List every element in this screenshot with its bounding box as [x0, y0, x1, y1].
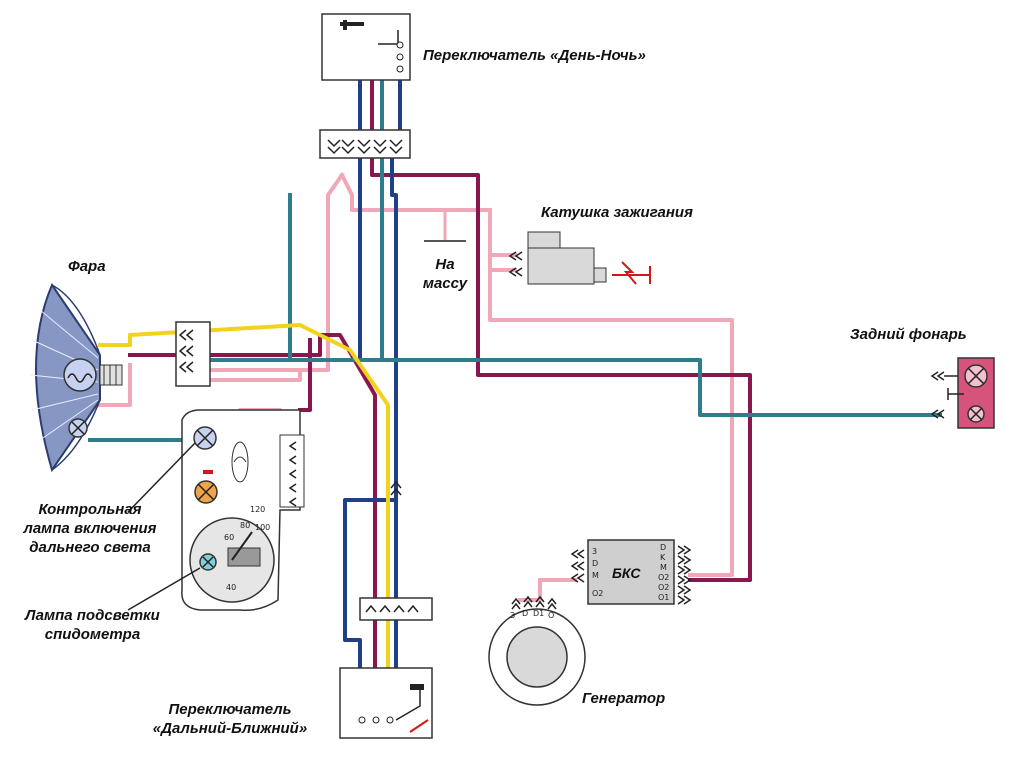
label-ignition-coil: Катушка зажигания	[541, 204, 693, 221]
wire-pink	[88, 363, 132, 407]
label-rear-light: Задний фонарь	[850, 326, 967, 343]
generator-terminal: D1	[533, 609, 544, 618]
ignition-coil	[508, 231, 651, 285]
generator: З D D1 O	[488, 595, 586, 706]
connector-arrow	[390, 480, 402, 496]
beam-switch	[339, 667, 433, 739]
wire-teal	[208, 193, 292, 362]
wire-teal	[380, 158, 942, 417]
bks-terminal: O2	[658, 573, 669, 582]
speedo-mark: 100	[255, 523, 270, 532]
bks-unit: БКС 3 D M O2 D K M O2 O2 O1	[570, 539, 692, 605]
bks-terminal: M	[660, 563, 667, 572]
fuse-icon	[231, 441, 249, 483]
connector-block-top	[319, 129, 411, 159]
connector-block-headlight	[175, 321, 211, 387]
wire-pink	[208, 368, 302, 382]
headlight	[29, 282, 123, 473]
label-speedo-lamp: Лампа подсветки спидометра	[20, 606, 165, 644]
wire-pink	[339, 172, 517, 257]
speedo-mark: 120	[250, 505, 265, 514]
label-generator: Генератор	[582, 690, 666, 707]
generator-terminal: D	[522, 609, 528, 618]
wire-pink	[488, 208, 734, 577]
connector-block-bottom	[359, 597, 433, 621]
bks-terminal: D	[592, 559, 598, 568]
bks-terminal: 3	[592, 547, 597, 556]
bks-terminal: O2	[592, 589, 603, 598]
wire-pink	[518, 578, 542, 602]
wire-yellow	[98, 323, 390, 722]
pointer-lines	[127, 442, 201, 611]
label-high-beam-lamp: Контрольная лампа включения дальнего све…	[10, 500, 170, 557]
label-high-beam-line3: дальнего света	[29, 539, 151, 556]
speedo-mark: 60	[224, 533, 234, 542]
dashboard-panel: 60 80 100 120 40	[181, 409, 305, 612]
generator-terminal: З	[510, 611, 515, 620]
wire-pink	[208, 172, 345, 372]
day-night-switch	[321, 13, 411, 81]
wire-dark-blue	[390, 158, 398, 722]
speedo-mark: 80	[240, 521, 250, 530]
label-beam-switch-line1: Переключатель	[168, 701, 292, 718]
wire-maroon	[370, 158, 752, 582]
bks-label: БКС	[612, 565, 641, 581]
label-high-beam-line2: лампа включения	[23, 520, 157, 537]
label-speedo-line2: спидометра	[44, 626, 141, 643]
wire-teal	[88, 423, 192, 442]
label-speedo-line1: Лампа подсветки	[25, 607, 160, 624]
rear-light	[930, 357, 995, 429]
label-ground-line1: На	[435, 256, 455, 273]
generator-terminal: O	[548, 611, 554, 620]
wire-dark-blue	[343, 498, 398, 722]
bks-terminal: O2	[658, 583, 669, 592]
label-day-night-switch: Переключатель «День-Ночь»	[423, 47, 646, 64]
bks-terminal: O1	[658, 593, 669, 602]
bks-terminal: D	[660, 543, 666, 552]
spark-icon	[621, 261, 637, 285]
speedo-mark: 40	[226, 583, 236, 592]
label-ground: На массу	[410, 255, 480, 293]
bks-terminal: K	[660, 553, 666, 562]
wire-maroon	[298, 338, 312, 412]
bks-terminal: M	[592, 571, 599, 580]
wire-pink	[488, 253, 517, 272]
label-beam-switch: Переключатель «Дальний-Ближний»	[130, 700, 330, 738]
label-headlight: Фара	[68, 258, 106, 275]
label-high-beam-line1: Контрольная	[38, 501, 142, 518]
wire-maroon	[208, 333, 377, 722]
label-beam-switch-line2: «Дальний-Ближний»	[152, 720, 308, 737]
label-ground-line2: массу	[422, 275, 468, 292]
